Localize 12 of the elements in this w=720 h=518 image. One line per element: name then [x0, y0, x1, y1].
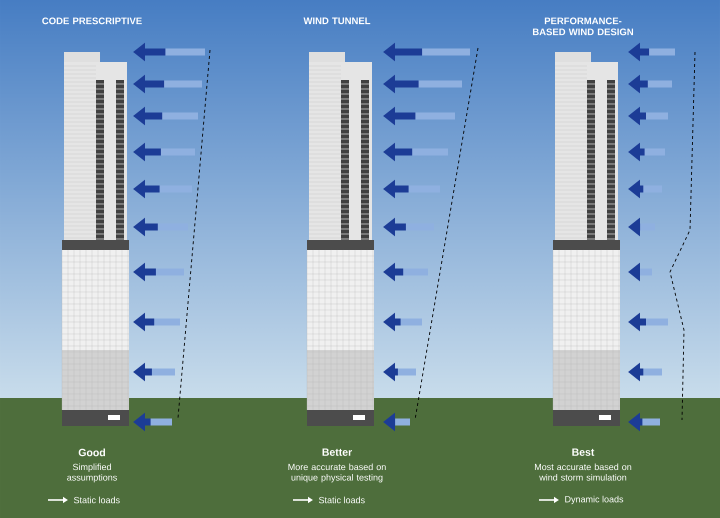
rating-label: Best	[572, 448, 594, 456]
rating-label: Better	[322, 448, 352, 456]
load-type-label: Static loads	[318, 496, 365, 504]
panel-heading: PERFORMANCE-BASED WIND DESIGN	[532, 18, 634, 36]
description-text: Simplified assumptions	[67, 464, 117, 482]
description-text: Most accurate based on wind storm simulation	[534, 464, 632, 481]
panel-heading: CODE PRESCRIPTIVE	[42, 18, 142, 24]
load-type-label: Dynamic loads	[565, 496, 624, 504]
panel-heading: WIND TUNNEL	[304, 18, 370, 24]
rating-label: Good	[78, 448, 106, 456]
description-text: More accurate based on unique physical testing	[288, 464, 386, 482]
load-type-label: Static loads	[74, 496, 120, 504]
